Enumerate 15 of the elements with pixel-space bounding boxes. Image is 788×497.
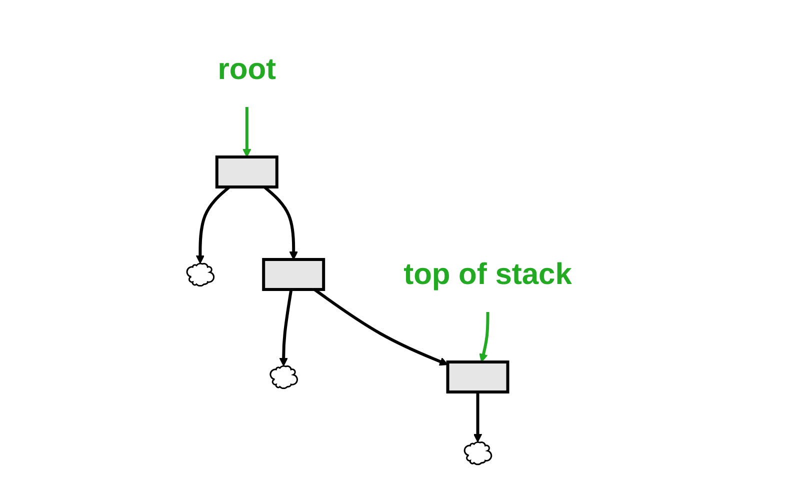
arrow <box>478 312 489 363</box>
node-box <box>214 156 278 189</box>
node-text: root <box>217 53 276 86</box>
arrow <box>262 186 298 260</box>
arrow <box>472 392 482 443</box>
node-text: top of stack <box>403 258 572 292</box>
node-box <box>446 360 509 394</box>
arrow <box>313 288 448 366</box>
node-cloud <box>269 366 298 390</box>
arrow <box>195 186 230 264</box>
node-cloud <box>463 442 492 466</box>
node-box <box>262 258 325 292</box>
arrow <box>242 107 251 158</box>
node-cloud <box>186 263 214 287</box>
arrow <box>278 290 292 367</box>
